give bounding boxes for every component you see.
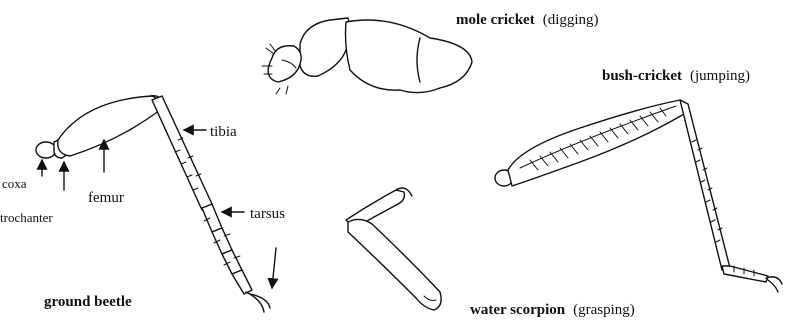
label-tarsus: tarsus xyxy=(250,206,285,222)
label-tibia: tibia xyxy=(210,124,237,140)
mole-cricket-digging-tibia xyxy=(268,46,301,82)
mole-cricket-name: mole cricket xyxy=(456,12,535,28)
label-mole-cricket: mole cricket (digging) xyxy=(456,11,599,28)
mole-cricket-coxa xyxy=(346,20,473,93)
label-coxa: coxa xyxy=(2,176,27,191)
tibia-segment xyxy=(152,96,212,210)
water-scorpion-note: (grasping) xyxy=(573,302,635,318)
bush-cricket-tarsus xyxy=(722,266,768,282)
coxa-segment xyxy=(36,142,56,158)
bush-cricket-tibia xyxy=(680,100,730,270)
bush-cricket-note: (jumping) xyxy=(690,68,750,84)
label-ground-beetle: ground beetle xyxy=(44,294,132,310)
bush-cricket-name: bush-cricket xyxy=(602,68,682,84)
tarsus-segments xyxy=(202,204,222,232)
water-scorpion-name: water scorpion xyxy=(470,302,566,318)
mole-cricket-leg xyxy=(262,18,472,94)
water-scorpion-femur xyxy=(348,219,441,310)
label-bush-cricket: bush-cricket (jumping) xyxy=(602,67,750,84)
label-trochanter: trochanter xyxy=(0,210,53,225)
mole-cricket-femur xyxy=(300,18,350,76)
water-scorpion-leg xyxy=(346,188,441,310)
ground-beetle-claws xyxy=(246,292,270,312)
label-water-scorpion: water scorpion (grasping) xyxy=(470,301,635,318)
femur-segment xyxy=(58,96,161,156)
label-femur: femur xyxy=(88,190,124,206)
bush-cricket-femur xyxy=(508,100,686,186)
bush-cricket-leg xyxy=(495,100,782,292)
mole-cricket-note: (digging) xyxy=(543,12,599,28)
